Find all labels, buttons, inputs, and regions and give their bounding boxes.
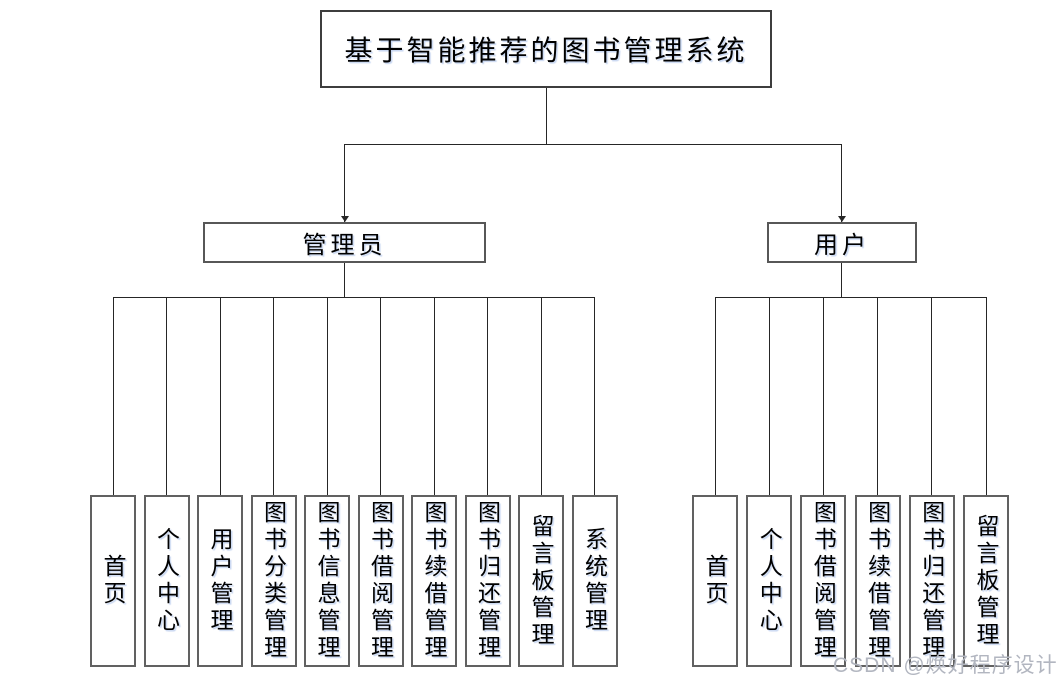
leaf-label: 个人中心 <box>756 527 783 635</box>
diagram-title: 基于智能推荐的图书管理系统 <box>344 35 748 66</box>
leaf-node: 首页 <box>692 495 738 667</box>
connector-line <box>487 297 488 495</box>
leaf-label: 图书信息管理 <box>314 500 340 662</box>
connector-line <box>344 263 345 297</box>
leaf-node: 图书续借管理 <box>854 495 901 667</box>
arrowhead-icon <box>837 216 846 222</box>
leaf-label: 图书分类管理 <box>260 500 287 662</box>
branch-user-label: 用户 <box>814 232 870 259</box>
connector-line <box>841 144 842 222</box>
leaf-label: 用户管理 <box>207 527 233 635</box>
connector-line <box>219 297 221 495</box>
leaf-label: 首页 <box>702 554 728 608</box>
connector-line <box>822 297 824 495</box>
connector-line <box>433 297 435 495</box>
leaf-label: 个人中心 <box>153 527 180 635</box>
leaf-node: 首页 <box>90 495 136 667</box>
connector-line <box>545 88 547 144</box>
root-node: 基于智能推荐的图书管理系统 <box>320 10 772 88</box>
arrowhead-icon <box>340 216 349 222</box>
leaf-node: 图书借阅管理 <box>357 495 404 667</box>
connector-line <box>877 297 879 495</box>
connector-line <box>326 297 328 495</box>
leaf-node: 个人中心 <box>143 495 190 667</box>
leaf-label: 首页 <box>100 554 126 608</box>
leaf-label: 图书续借管理 <box>421 500 447 662</box>
connector-line <box>714 297 716 495</box>
leaf-node: 图书归还管理 <box>908 495 955 667</box>
leaf-label: 图书归还管理 <box>918 500 945 662</box>
connector-line <box>166 297 167 495</box>
connector-line <box>715 296 986 298</box>
leaf-label: 图书归还管理 <box>474 500 501 662</box>
connector-line <box>931 297 933 495</box>
connector-line <box>380 297 381 495</box>
leaf-node: 图书信息管理 <box>304 495 350 667</box>
watermark: CSDN @焕好程序设计 <box>833 654 1056 677</box>
leaf-label: 系统管理 <box>581 527 608 635</box>
leaf-node: 图书分类管理 <box>250 495 297 667</box>
branch-node-admin: 管理员 <box>203 222 486 263</box>
leaf-label: 留言板管理 <box>973 513 999 649</box>
connector-line <box>540 297 542 495</box>
leaf-label: 图书续借管理 <box>864 500 891 662</box>
branch-admin-label: 管理员 <box>302 232 387 259</box>
leaf-node: 用户管理 <box>197 495 243 667</box>
leaf-label: 留言板管理 <box>528 513 554 649</box>
leaf-node: 留言板管理 <box>518 495 564 667</box>
leaf-node: 图书借阅管理 <box>800 495 847 667</box>
leaf-node: 图书归还管理 <box>464 495 511 667</box>
leaf-label: 图书借阅管理 <box>367 500 394 662</box>
connector-line <box>768 297 770 495</box>
connector-line <box>113 296 595 298</box>
connector-line <box>273 297 274 495</box>
leaf-node: 个人中心 <box>746 495 793 667</box>
leaf-node: 图书续借管理 <box>411 495 457 667</box>
branch-node-user: 用户 <box>767 222 917 263</box>
leaf-node: 留言板管理 <box>963 495 1009 667</box>
connector-line <box>112 297 114 495</box>
connector-line <box>344 144 345 222</box>
connector-line <box>344 143 842 145</box>
connector-line <box>841 263 842 297</box>
leaf-node: 系统管理 <box>571 495 618 667</box>
leaf-label: 图书借阅管理 <box>810 500 837 662</box>
connector-line <box>594 297 595 495</box>
connector-line <box>985 297 987 495</box>
